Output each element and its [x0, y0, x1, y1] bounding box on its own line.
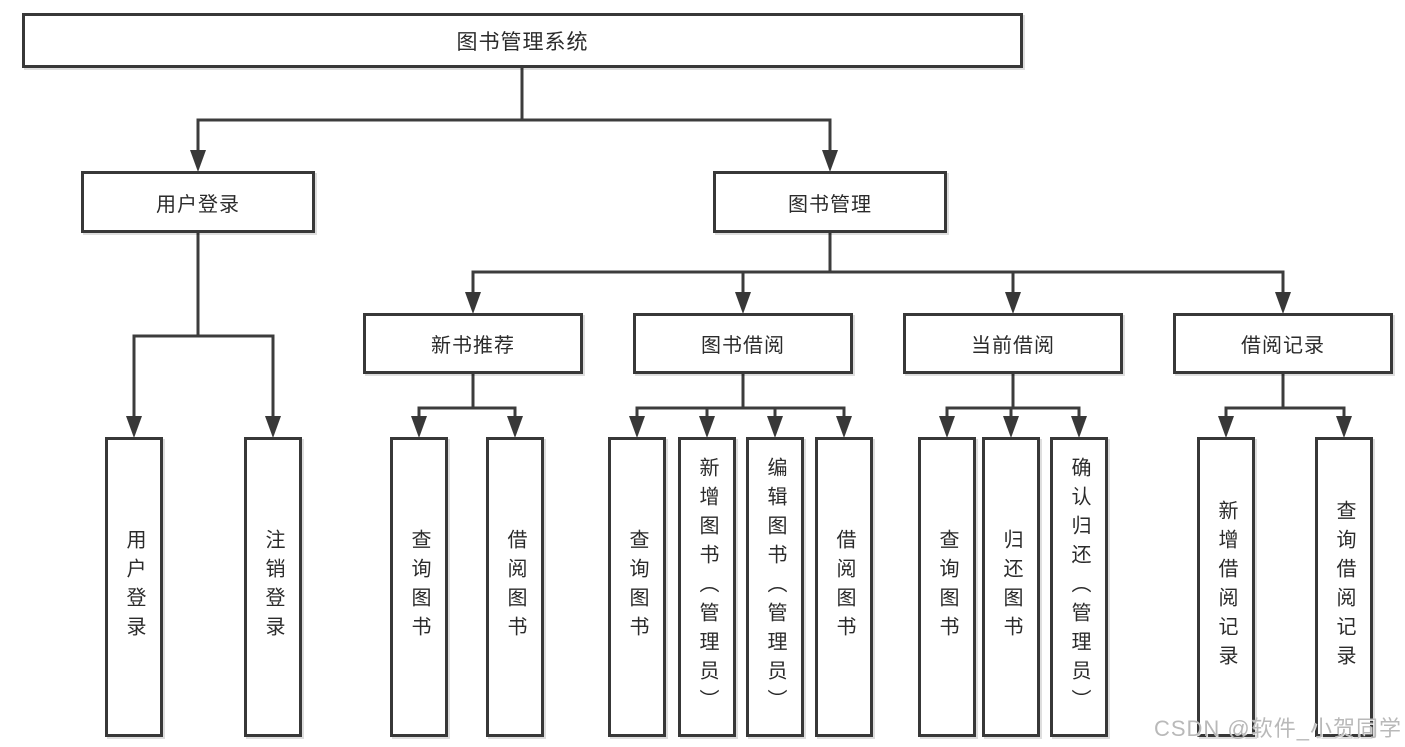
- node-label: 借阅记录: [1241, 335, 1325, 357]
- node-library-management-system: 图书管理系统: [22, 13, 1023, 68]
- leaf-borrow-books: 借阅图书: [815, 437, 873, 737]
- leaf-query-books-current: 查询图书: [918, 437, 976, 737]
- leaf-query-borrow-record: 查询借阅记录: [1315, 437, 1373, 737]
- node-label: 查询借阅记录: [1333, 500, 1355, 674]
- node-label: 确认归还（管理员）: [1068, 456, 1090, 718]
- leaf-add-borrow-record: 新增借阅记录: [1197, 437, 1255, 737]
- node-current-borrow: 当前借阅: [903, 313, 1123, 374]
- node-label: 用户登录: [123, 529, 145, 645]
- node-book-borrow: 图书借阅: [633, 313, 853, 374]
- node-label: 新增图书（管理员）: [696, 456, 718, 718]
- node-label: 归还图书: [1000, 529, 1022, 645]
- node-label: 新书推荐: [431, 335, 515, 357]
- node-borrow-records: 借阅记录: [1173, 313, 1393, 374]
- node-book-management: 图书管理: [713, 171, 947, 233]
- leaf-borrow-books-recommend: 借阅图书: [486, 437, 544, 737]
- node-label: 图书管理系统: [456, 30, 589, 54]
- watermark: CSDN @软件_小贺同学: [1153, 716, 1402, 741]
- node-label: 借阅图书: [504, 529, 526, 645]
- node-user-login: 用户登录: [81, 171, 315, 233]
- node-label: 查询图书: [626, 529, 648, 645]
- node-new-book-recommend: 新书推荐: [363, 313, 583, 374]
- leaf-add-book-admin: 新增图书（管理员）: [678, 437, 736, 737]
- leaf-confirm-return-admin: 确认归还（管理员）: [1050, 437, 1108, 737]
- node-label: 编辑图书（管理员）: [764, 456, 786, 718]
- leaf-edit-book-admin: 编辑图书（管理员）: [746, 437, 804, 737]
- node-label: 图书借阅: [701, 335, 785, 357]
- node-label: 新增借阅记录: [1215, 500, 1237, 674]
- node-label: 查询图书: [936, 529, 958, 645]
- leaf-return-books: 归还图书: [982, 437, 1040, 737]
- node-label: 用户登录: [156, 193, 240, 216]
- node-label: 查询图书: [408, 529, 430, 645]
- leaf-query-books-borrow: 查询图书: [608, 437, 666, 737]
- leaf-query-books-recommend: 查询图书: [390, 437, 448, 737]
- node-label: 当前借阅: [971, 335, 1055, 357]
- node-label: 图书管理: [788, 193, 872, 216]
- node-label: 注销登录: [262, 529, 284, 645]
- node-label: 借阅图书: [833, 529, 855, 645]
- leaf-logout: 注销登录: [244, 437, 302, 737]
- leaf-user-login: 用户登录: [105, 437, 163, 737]
